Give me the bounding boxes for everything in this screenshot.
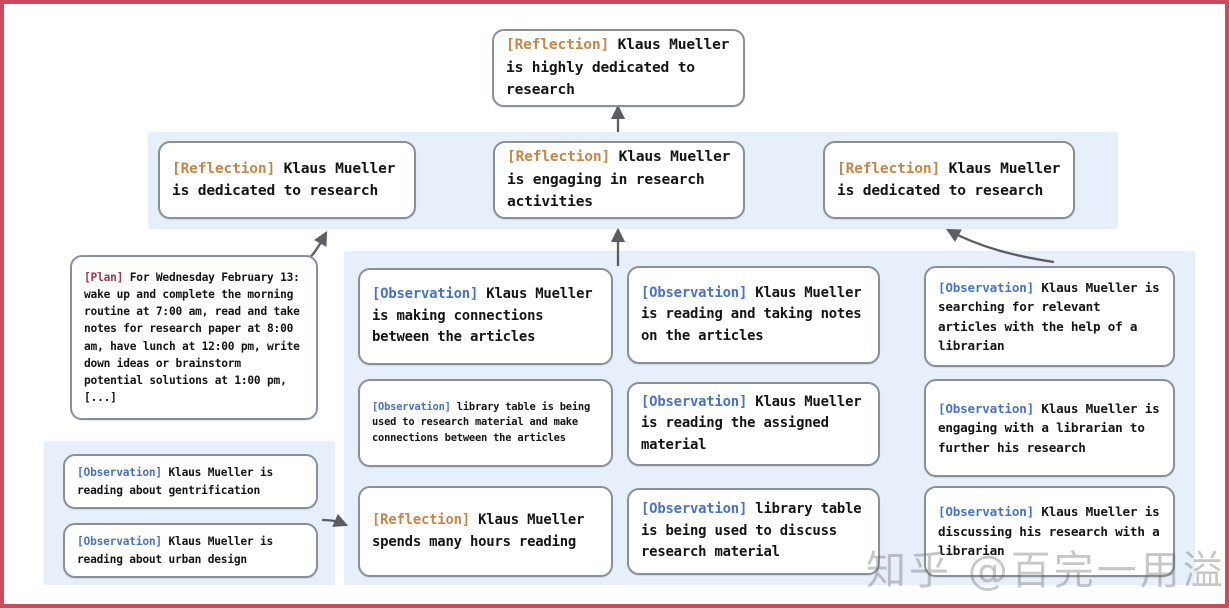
node-reflection-left[interactable]: [Reflection] Klaus Mueller is dedicated … <box>158 141 416 219</box>
tag-plan: [Plan] <box>84 270 124 284</box>
diagram-canvas: [Reflection] Klaus Mueller is highly ded… <box>4 4 1225 604</box>
node-reflection-center[interactable]: [Reflection] Klaus Mueller is engaging i… <box>493 141 745 219</box>
node-text: [Observation] Klaus Mueller is reading a… <box>629 283 878 348</box>
node-text: [Observation] Klaus Mueller is reading a… <box>65 464 316 498</box>
tag-reflection: [Reflection] <box>172 159 276 177</box>
node-plan[interactable]: [Plan] For Wednesday February 13: wake u… <box>70 255 318 420</box>
node-col1-observation-2[interactable]: [Observation] library table is being use… <box>358 379 613 467</box>
node-text: [Observation] Klaus Mueller is making co… <box>360 284 611 349</box>
node-col1-reflection[interactable]: [Reflection] Klaus Mueller spends many h… <box>358 486 613 577</box>
node-text: [Reflection] Klaus Mueller is engaging i… <box>495 146 743 214</box>
node-text: [Observation] Klaus Mueller is reading a… <box>65 533 316 567</box>
tag-observation: [Observation] <box>641 284 748 301</box>
tag-observation: [Observation] <box>372 400 451 413</box>
node-col2-observation-3[interactable]: [Observation] library table is being use… <box>627 488 880 575</box>
node-body: library table is being used to research … <box>372 400 597 444</box>
node-body: Klaus Mueller is dedicated to research <box>837 159 1069 200</box>
tag-observation: [Observation] <box>77 535 162 549</box>
node-text: [Observation] Klaus Mueller is searching… <box>926 278 1173 356</box>
node-text: [Reflection] Klaus Mueller is highly ded… <box>494 34 743 102</box>
node-body: Klaus Mueller is engaging in research ac… <box>507 148 739 211</box>
node-col1-observation-1[interactable]: [Observation] Klaus Mueller is making co… <box>358 268 613 365</box>
node-body: Klaus Mueller is reading about gentrific… <box>77 466 280 497</box>
node-body: Klaus Mueller is dedicated to research <box>172 159 404 200</box>
node-body: Klaus Mueller is discussing his research… <box>938 504 1167 559</box>
node-root-reflection[interactable]: [Reflection] Klaus Mueller is highly ded… <box>492 29 745 107</box>
tag-reflection: [Reflection] <box>837 159 941 177</box>
node-left-observation-2[interactable]: [Observation] Klaus Mueller is reading a… <box>63 523 318 578</box>
node-body: Klaus Mueller is reading and taking note… <box>641 284 870 344</box>
node-col2-observation-2[interactable]: [Observation] Klaus Mueller is reading t… <box>627 382 880 466</box>
node-body: Klaus Mueller is reading the assigned ma… <box>641 393 870 453</box>
tag-observation: [Observation] <box>938 279 1034 295</box>
tag-reflection: [Reflection] <box>372 512 470 528</box>
node-left-observation-1[interactable]: [Observation] Klaus Mueller is reading a… <box>63 454 318 509</box>
node-col2-observation-1[interactable]: [Observation] Klaus Mueller is reading a… <box>627 266 880 364</box>
node-text: [Observation] library table is being use… <box>629 499 878 564</box>
node-body: For Wednesday February 13: wake up and c… <box>84 270 307 405</box>
tag-observation: [Observation] <box>938 504 1034 520</box>
node-text: [Reflection] Klaus Mueller is dedicated … <box>160 158 414 203</box>
node-text: [Observation] Klaus Mueller is engaging … <box>926 399 1173 457</box>
node-body: Klaus Mueller is reading about urban des… <box>77 535 280 566</box>
tag-observation: [Observation] <box>641 393 748 410</box>
node-body: Klaus Mueller is making connections betw… <box>372 286 601 346</box>
node-body: library table is being used to discuss r… <box>641 501 870 561</box>
node-text: [Observation] Klaus Mueller is discussin… <box>926 502 1173 560</box>
tag-reflection: [Reflection] <box>506 36 610 54</box>
node-text: [Observation] Klaus Mueller is reading t… <box>629 392 878 457</box>
node-col3-observation-3[interactable]: [Observation] Klaus Mueller is discussin… <box>924 486 1175 577</box>
tag-observation: [Observation] <box>641 501 748 518</box>
node-body: Klaus Mueller is searching for relevant … <box>938 279 1167 353</box>
node-text: [Reflection] Klaus Mueller spends many h… <box>360 510 611 553</box>
tag-reflection: [Reflection] <box>507 148 611 166</box>
node-body: Klaus Mueller is highly dedicated to res… <box>506 36 738 99</box>
node-body: Klaus Mueller spends many hours reading <box>372 512 593 550</box>
node-text: [Observation] library table is being use… <box>360 400 611 447</box>
tag-observation: [Observation] <box>938 400 1034 416</box>
tag-observation: [Observation] <box>372 286 479 303</box>
node-col3-observation-2[interactable]: [Observation] Klaus Mueller is engaging … <box>924 379 1175 477</box>
node-body: Klaus Mueller is engaging with a librari… <box>938 400 1167 455</box>
node-reflection-right[interactable]: [Reflection] Klaus Mueller is dedicated … <box>823 141 1075 219</box>
node-text: [Reflection] Klaus Mueller is dedicated … <box>825 158 1073 203</box>
node-col3-observation-1[interactable]: [Observation] Klaus Mueller is searching… <box>924 266 1175 367</box>
tag-observation: [Observation] <box>77 466 162 480</box>
node-text: [Plan] For Wednesday February 13: wake u… <box>72 269 316 407</box>
